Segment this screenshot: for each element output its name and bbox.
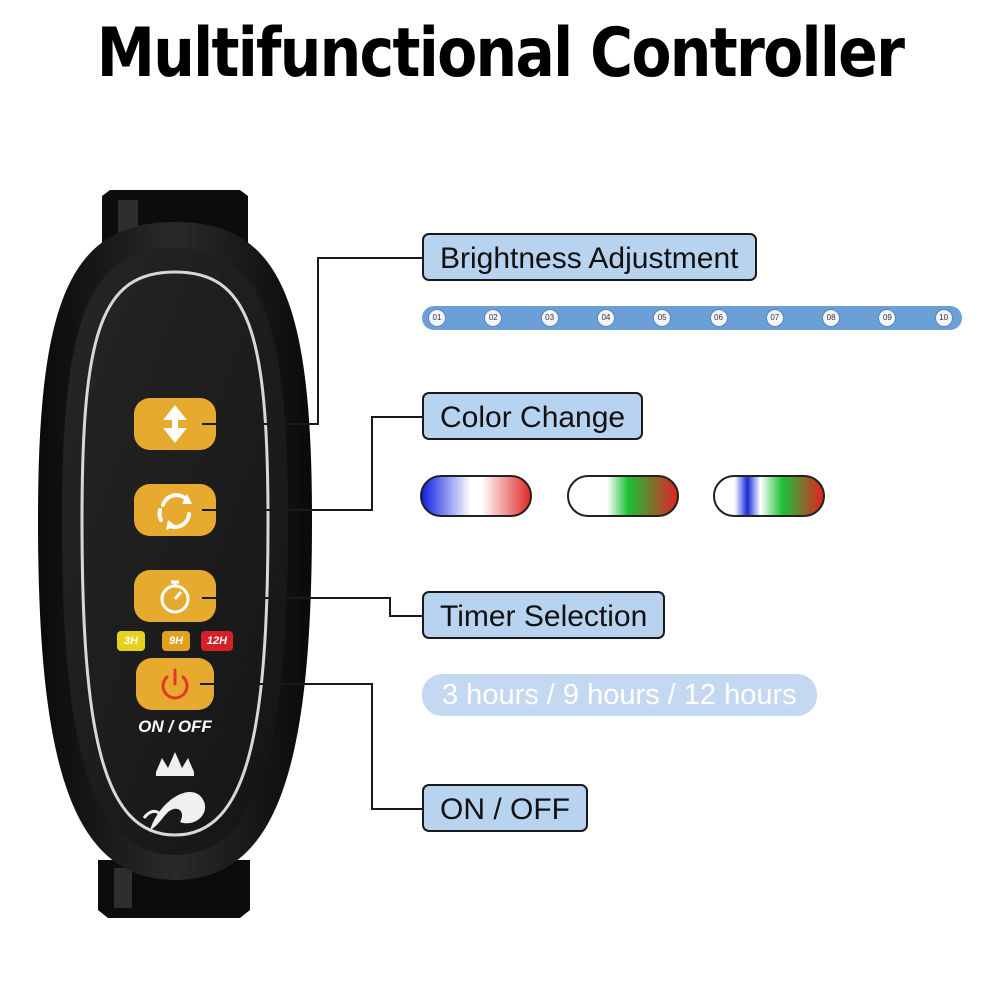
brightness-scale: 01 02 03 04 05 06 07 08 09 10 bbox=[422, 306, 962, 330]
brightness-level-09: 09 bbox=[878, 309, 897, 327]
timer-selection-label: Timer Selection bbox=[422, 591, 666, 639]
timer-badge-label: 12H bbox=[206, 635, 228, 647]
crowned-dolphin-logo bbox=[142, 752, 206, 830]
controller-panel bbox=[62, 248, 288, 855]
timer-badge-9h: 9H bbox=[162, 631, 190, 651]
bottom-connector bbox=[98, 860, 250, 918]
color-swatch-white-green-red bbox=[567, 475, 679, 517]
power-icon bbox=[161, 668, 189, 700]
controller-onoff-caption: ON / OFF bbox=[138, 717, 212, 736]
timer-button bbox=[134, 570, 216, 622]
brightness-level-10: 10 bbox=[934, 309, 953, 327]
color-change-label: Color Change bbox=[422, 392, 644, 440]
timer-badge-3h: 3H bbox=[117, 631, 145, 651]
timer-badge-label: 3H bbox=[123, 635, 139, 647]
color-swatch-blue-white-red bbox=[420, 475, 532, 517]
brightness-level-03: 03 bbox=[540, 309, 559, 327]
brightness-level-02: 02 bbox=[484, 309, 503, 327]
brightness-level-01: 01 bbox=[428, 309, 446, 327]
onoff-label: ON / OFF bbox=[422, 784, 588, 832]
bottom-connector-highlight bbox=[114, 868, 132, 908]
up-down-arrows-icon bbox=[163, 405, 187, 443]
brightness-level-04: 04 bbox=[596, 309, 615, 327]
timer-options-text: 3 hours / 9 hours / 12 hours bbox=[422, 674, 817, 716]
color-swatch-blue-white-green-red bbox=[713, 475, 825, 517]
brightness-level-07: 07 bbox=[765, 309, 784, 327]
brightness-level-08: 08 bbox=[822, 309, 841, 327]
color-change-button bbox=[134, 484, 216, 536]
page-title: Multifunctional Controller bbox=[96, 14, 905, 93]
brightness-label: Brightness Adjustment bbox=[422, 233, 757, 281]
panel-outline bbox=[80, 270, 270, 837]
cycle-arrow-heads bbox=[166, 494, 192, 530]
brightness-level-05: 05 bbox=[653, 309, 672, 327]
stopwatch-icon bbox=[160, 580, 190, 614]
brightness-level-06: 06 bbox=[709, 309, 728, 327]
timer-badge-12h: 12H bbox=[201, 631, 233, 651]
timer-badge-label: 9H bbox=[168, 635, 184, 647]
callout-lines bbox=[200, 257, 422, 810]
